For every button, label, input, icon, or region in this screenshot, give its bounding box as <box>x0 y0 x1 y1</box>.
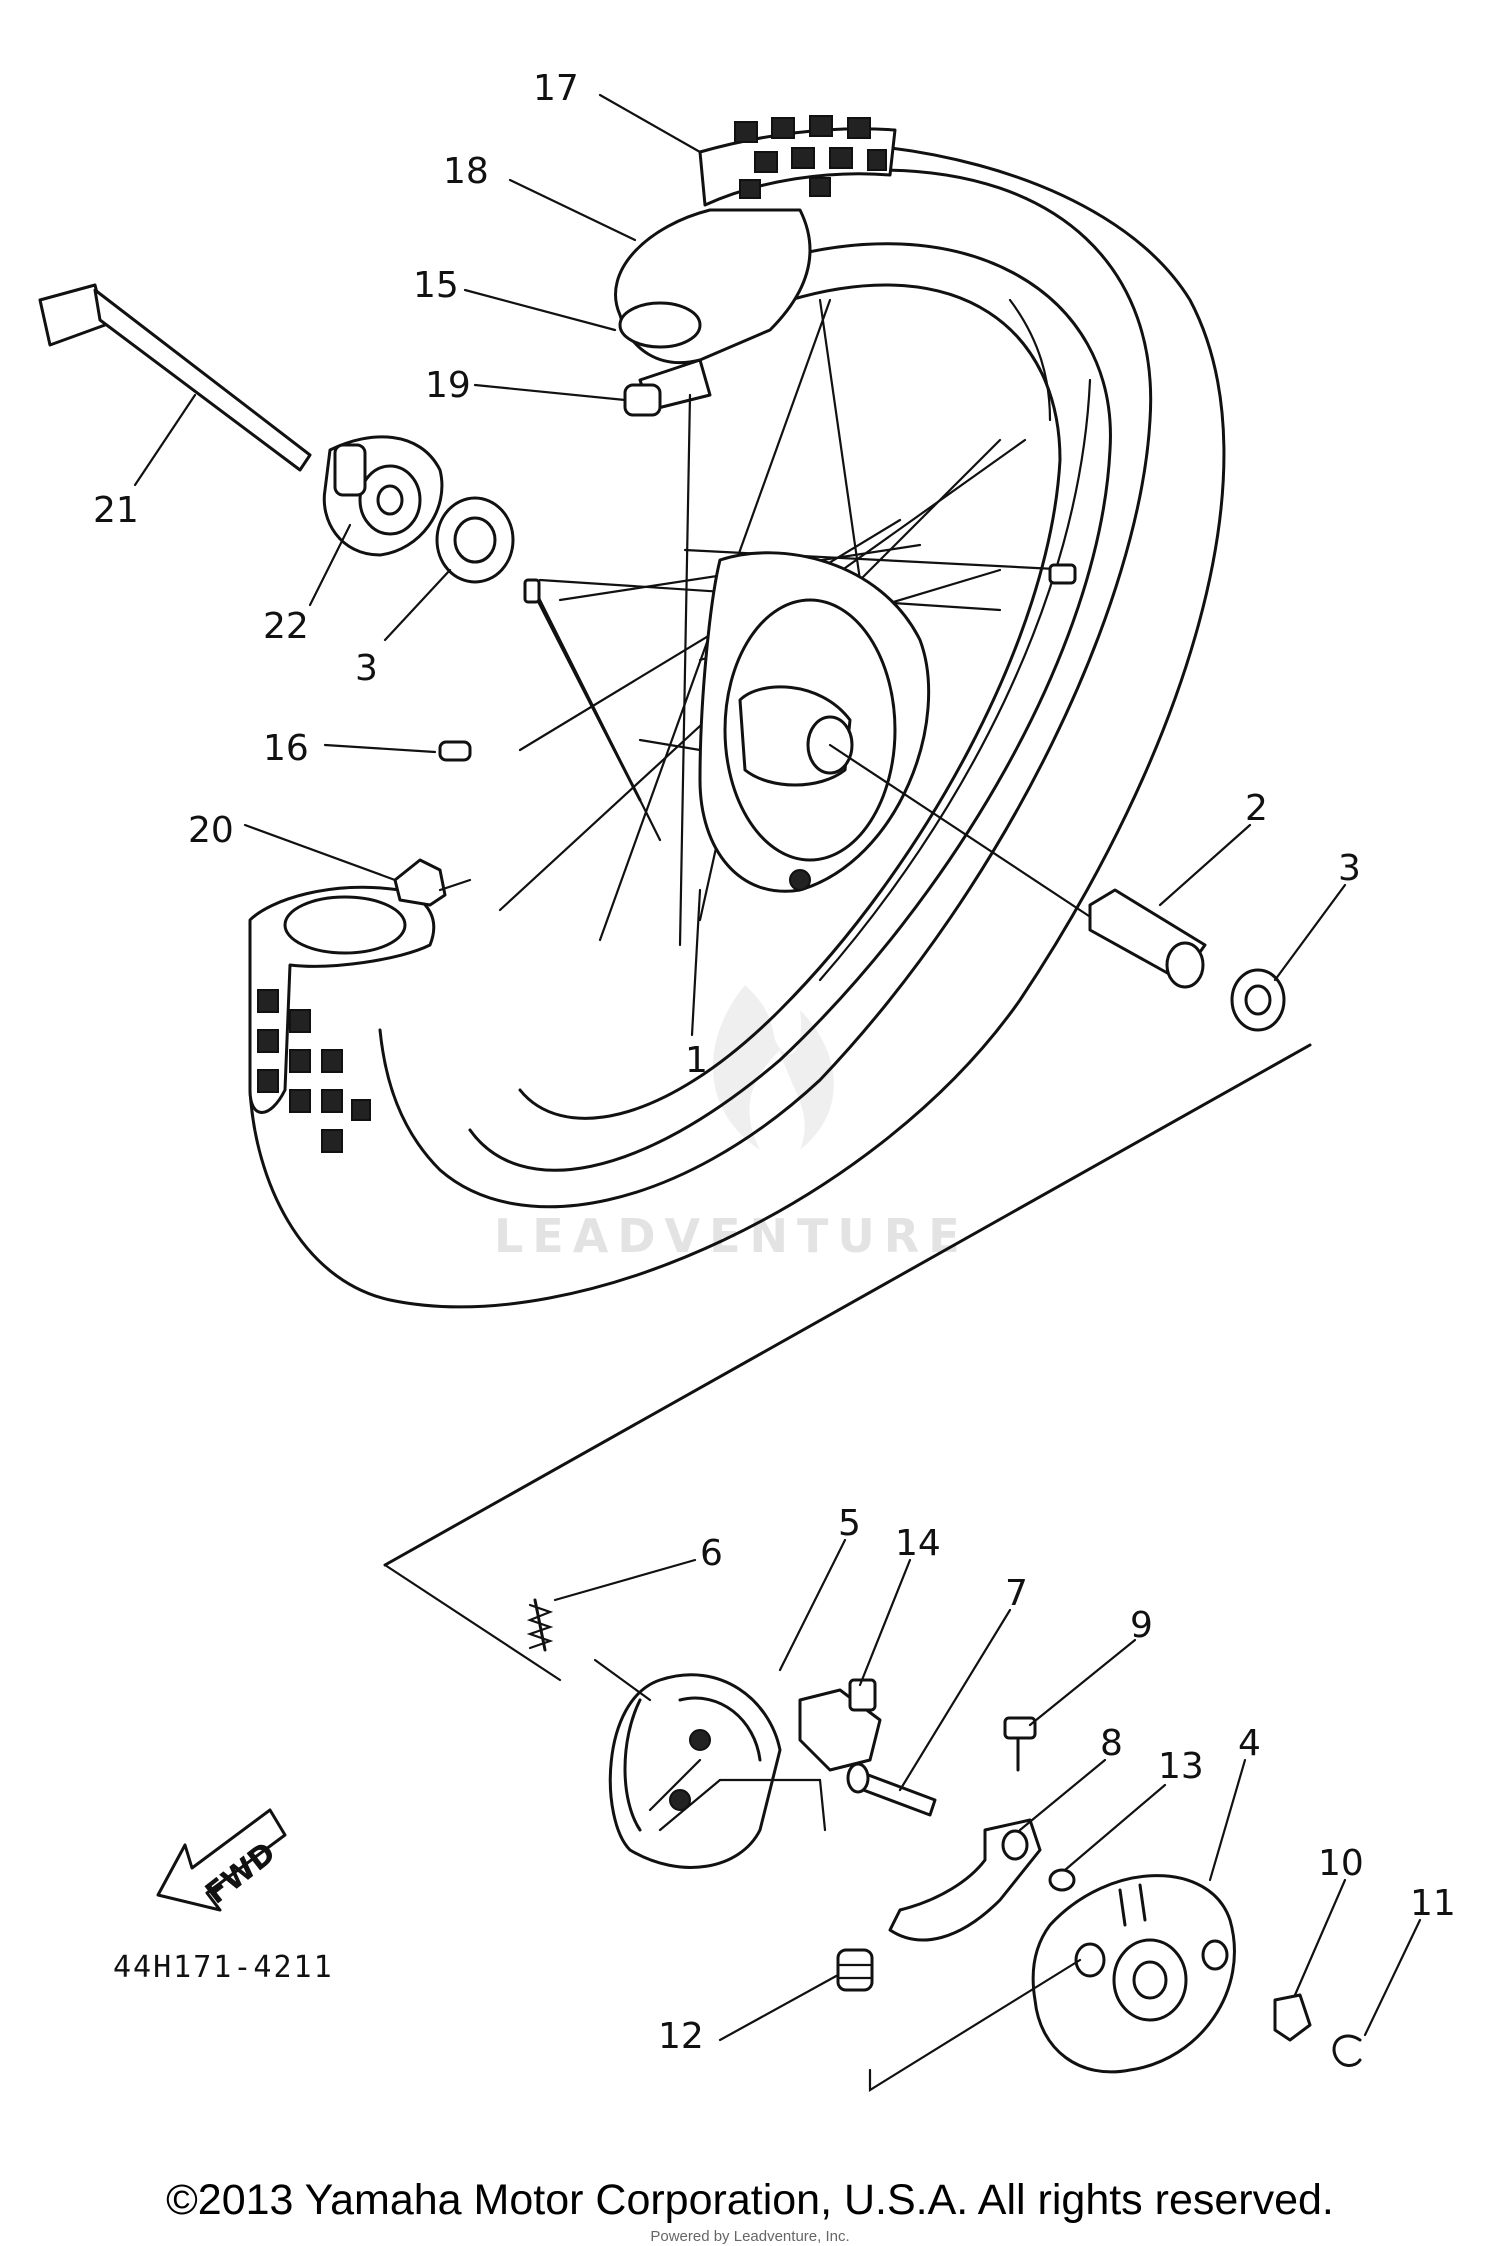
callout-12: 12 <box>658 2016 704 2057</box>
callout-3-right: 3 <box>1338 848 1361 889</box>
brake-cam-bracket <box>798 1678 882 1772</box>
meter-gear-unit <box>322 435 444 557</box>
callout-1: 1 <box>685 1040 708 1081</box>
washer <box>1048 1868 1076 1892</box>
callout-16: 16 <box>263 728 309 769</box>
brake-cam-shaft <box>846 1762 937 1817</box>
callout-9: 9 <box>1130 1605 1153 1646</box>
plug <box>836 1948 874 1992</box>
callout-18: 18 <box>443 151 489 192</box>
brake-shoe <box>608 1673 782 1869</box>
callout-14: 14 <box>895 1523 941 1564</box>
callout-11: 11 <box>1410 1883 1456 1924</box>
powered-by-credit: Powered by Leadventure, Inc. <box>650 2228 850 2245</box>
bolt <box>1003 1716 1037 1772</box>
callout-4: 4 <box>1238 1723 1261 1764</box>
callout-20: 20 <box>188 810 234 851</box>
callout-3-left: 3 <box>355 648 378 689</box>
bearing-left <box>435 496 515 584</box>
copyright-notice: ©2013 Yamaha Motor Corporation, U.S.A. A… <box>166 2176 1334 2224</box>
collar <box>1273 1993 1312 2042</box>
callout-13: 13 <box>1158 1746 1204 1787</box>
fwd-arrow: FWD <box>156 1808 287 1912</box>
leader-lines <box>133 93 1422 2042</box>
part-code: 44H171-4211 <box>113 1950 334 1985</box>
callout-6: 6 <box>700 1533 723 1574</box>
callout-2: 2 <box>1245 788 1268 829</box>
spring <box>526 1598 554 1652</box>
callout-8: 8 <box>1100 1723 1123 1764</box>
spacer <box>1088 888 1207 989</box>
callout-7: 7 <box>1005 1573 1028 1614</box>
callout-10: 10 <box>1318 1843 1364 1884</box>
brake-shoe-plate <box>1031 1874 1236 2074</box>
callout-5: 5 <box>838 1503 861 1544</box>
cam-lever <box>888 1818 1042 1942</box>
circlip <box>1332 2034 1362 2067</box>
callout-15: 15 <box>413 265 459 306</box>
watermark: LEADVENTURE <box>494 985 969 1263</box>
axle <box>38 283 312 472</box>
hub <box>698 551 931 893</box>
tire <box>248 115 1226 1309</box>
callout-19: 19 <box>425 365 471 406</box>
callout-21: 21 <box>93 490 139 531</box>
callout-17: 17 <box>533 68 579 109</box>
callout-22: 22 <box>263 606 309 647</box>
callouts: 17 18 15 19 21 22 3 16 20 1 2 3 6 5 14 7… <box>93 68 1456 2057</box>
bearing-right <box>1230 968 1286 1032</box>
watermark-text: LEADVENTURE <box>494 1209 969 1263</box>
